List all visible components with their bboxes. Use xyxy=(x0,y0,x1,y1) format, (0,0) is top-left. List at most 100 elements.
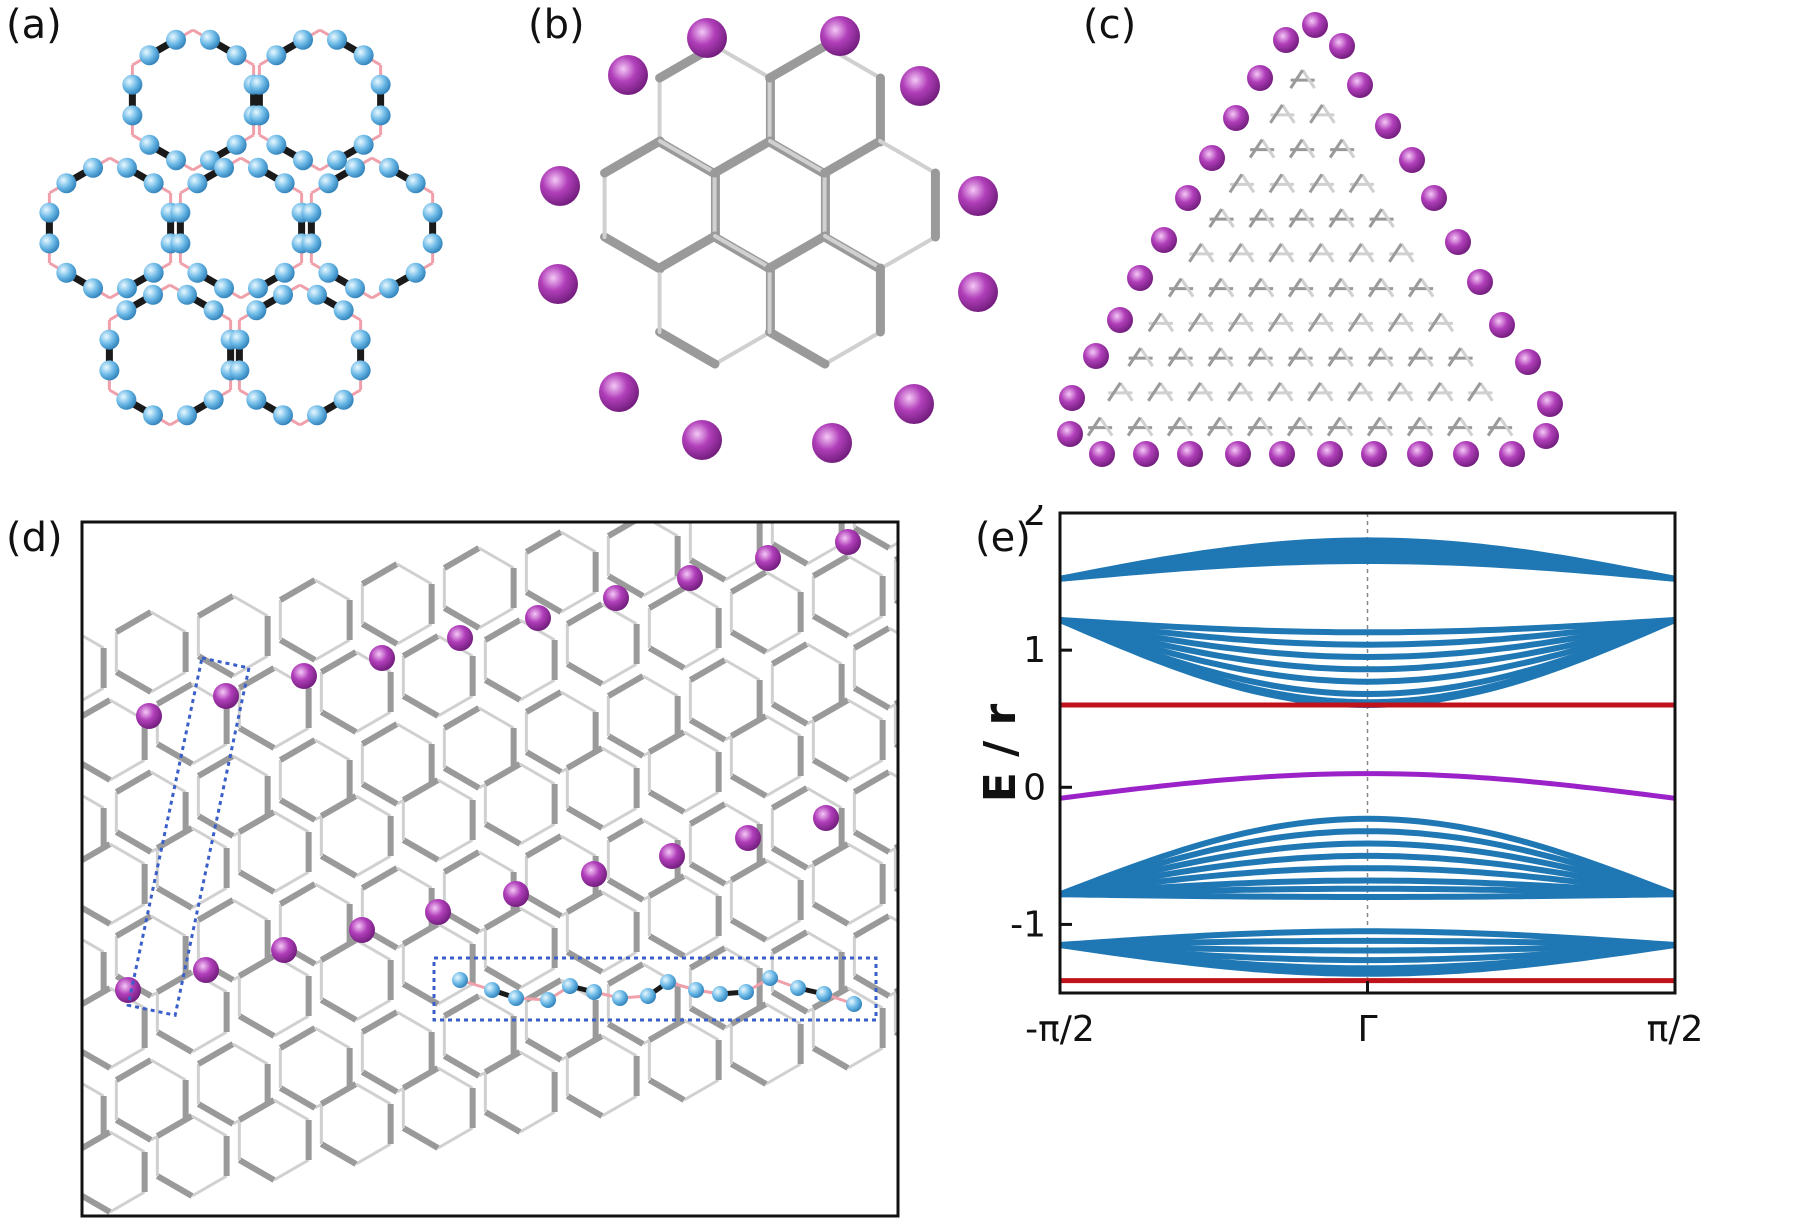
blue-atom xyxy=(378,157,399,178)
ribbon-bond xyxy=(647,585,686,611)
purple-edge-atom xyxy=(1445,229,1471,255)
purple-edge-atom xyxy=(1302,12,1328,38)
ribbon-bond xyxy=(806,786,843,810)
triangular-flake-c xyxy=(1057,12,1563,467)
ribbon-bond xyxy=(483,1109,522,1135)
ribbon-bond xyxy=(314,1026,351,1050)
tri-bond xyxy=(1119,382,1134,402)
ribbon-bond xyxy=(396,722,433,746)
ribbon-bond xyxy=(232,898,269,922)
ribbon-bond xyxy=(109,1190,146,1214)
ribbon-bond xyxy=(483,965,522,991)
blue-atom xyxy=(39,202,60,223)
inset-blue-atom xyxy=(612,990,628,1006)
ribbon-bond xyxy=(150,610,187,634)
ribbon-bond xyxy=(232,754,269,778)
purple-edge-atom xyxy=(581,861,607,887)
tri-bond xyxy=(1328,138,1344,159)
blue-atom xyxy=(122,105,143,126)
purple-edge-atom xyxy=(1107,307,1133,333)
tri-bond xyxy=(1147,312,1163,333)
ribbon-bond xyxy=(729,917,768,943)
ribbon-bond xyxy=(396,866,433,890)
purple-edge-atom xyxy=(677,565,703,591)
ribbon-bond xyxy=(355,998,392,1022)
ribbon-bond xyxy=(82,904,112,927)
tri-bond xyxy=(1298,416,1314,437)
blue-atom xyxy=(99,329,120,350)
tri-bond xyxy=(1287,277,1303,298)
ribbon-bond xyxy=(396,562,433,586)
ribbon-bond xyxy=(770,785,809,811)
tri-bond xyxy=(1166,416,1182,437)
ribbon-bond xyxy=(519,1050,556,1074)
ribbon-bond xyxy=(114,609,153,635)
tri-bond xyxy=(1179,277,1195,298)
purple-edge-atom xyxy=(1151,227,1177,253)
ribbon-bond xyxy=(765,1062,802,1086)
ribbon-bond xyxy=(729,713,768,739)
ribbon-bond xyxy=(442,765,481,791)
ribbon-bond xyxy=(196,897,235,923)
ribbon-bond xyxy=(688,557,727,583)
purple-corner-atom xyxy=(900,66,940,106)
tri-bond xyxy=(1328,208,1343,228)
hex-bond xyxy=(600,136,665,178)
tri-bond xyxy=(1167,277,1183,298)
purple-corner-atom xyxy=(538,264,578,304)
tri-bond xyxy=(1247,347,1262,367)
ribbon-bond xyxy=(191,1114,228,1138)
tri-bond xyxy=(1219,277,1235,298)
ribbon-bond xyxy=(401,1125,440,1151)
ribbon-bond xyxy=(82,841,112,864)
bulk-band-line xyxy=(1059,885,1676,898)
ribbon-bond xyxy=(647,789,686,815)
tri-bond xyxy=(1348,173,1364,194)
ribbon-bond xyxy=(191,1174,228,1198)
inset-blue-atom xyxy=(484,982,500,998)
tri-bond xyxy=(1419,277,1435,298)
ribbon-bond xyxy=(319,853,358,879)
ribbon-bond xyxy=(847,758,884,782)
ribbon-bond xyxy=(442,993,481,1019)
hex-bond xyxy=(655,231,720,273)
ribbon-bond xyxy=(847,842,884,866)
ribbon-bond xyxy=(811,757,850,783)
tri-bond xyxy=(1366,416,1382,437)
purple-edge-atom xyxy=(525,605,551,631)
ribbon-bond xyxy=(437,922,474,946)
blue-atom xyxy=(422,202,443,223)
ribbon-bond xyxy=(82,1048,112,1071)
tri-bond xyxy=(1248,208,1263,228)
ribbon-bond xyxy=(483,677,522,703)
purple-corner-atom xyxy=(608,55,648,95)
purple-edge-atom xyxy=(735,825,761,851)
tri-bond xyxy=(1178,416,1194,437)
tri-bond xyxy=(1228,243,1243,263)
ribbon-bond xyxy=(82,633,105,650)
ribbon-bond xyxy=(360,865,399,891)
ribbon-bond xyxy=(155,1173,194,1199)
tri-bond xyxy=(1199,382,1214,402)
ribbon-bond xyxy=(560,530,597,554)
tri-bond xyxy=(1248,138,1264,159)
blue-atom xyxy=(116,300,137,321)
ribbon-bond xyxy=(647,933,686,959)
ribbon-bond xyxy=(478,706,515,730)
ribbon-bond xyxy=(273,1014,310,1038)
x-tick-label: Γ xyxy=(1357,1009,1377,1050)
ribbon-bond xyxy=(806,542,843,566)
bulk-band-line xyxy=(1059,558,1676,582)
blue-atom xyxy=(247,157,268,178)
ribbon-bond xyxy=(847,554,884,578)
ribbon-bond xyxy=(360,781,399,807)
panel-label-e: (e) xyxy=(975,515,1031,561)
bulk-band-line xyxy=(1059,942,1676,954)
blue-atom xyxy=(306,284,327,305)
ribbon-bond xyxy=(82,1129,112,1152)
bulk-band-line xyxy=(1058,617,1677,698)
tri-bond xyxy=(1188,243,1203,263)
ribbon-bond xyxy=(314,882,351,906)
ribbon-bond xyxy=(765,858,802,882)
bulk-band-line xyxy=(1059,942,1676,977)
